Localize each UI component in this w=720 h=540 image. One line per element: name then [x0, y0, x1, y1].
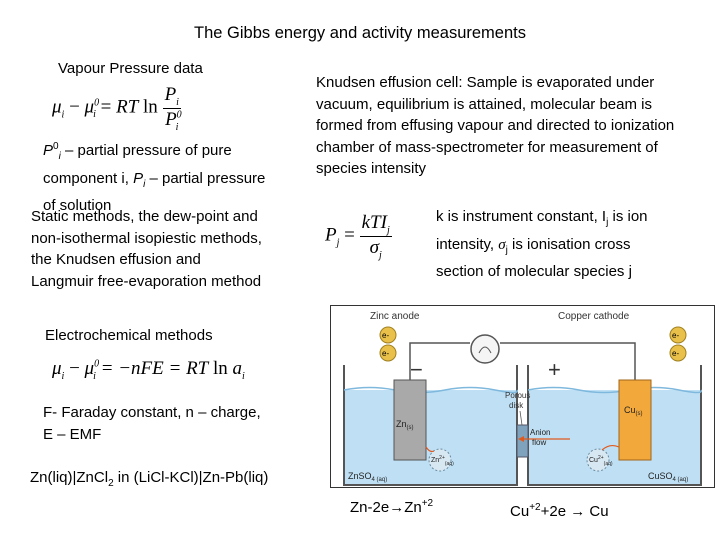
cu-solid-label: Cu(s)	[624, 405, 643, 417]
k-definition: k is instrument constant, Ij is ion inte…	[436, 208, 648, 280]
electron-1	[379, 326, 397, 344]
electron-3	[669, 326, 687, 344]
electron-label-1: e-	[382, 331, 389, 340]
electron-4	[669, 344, 687, 362]
left-surface	[343, 386, 519, 394]
electrochemical-heading: Electrochemical methods	[45, 327, 213, 344]
anion-label-1: Anion	[530, 428, 550, 437]
cuso4-label: CuSO4 (aq)	[648, 471, 688, 483]
zinc-electrode	[393, 379, 427, 461]
cu-ion-arrow	[601, 444, 620, 451]
anode-reaction: Zn-2e→Zn+2	[350, 498, 434, 516]
znso4-label: ZnSO4 (aq)	[348, 471, 387, 483]
zn-ion	[428, 448, 452, 472]
pressure-definition: P0i – partial pressure of pure component…	[43, 141, 266, 214]
zn-solid-label: Zn(s)	[396, 419, 414, 431]
anion-arrowhead	[518, 436, 524, 442]
minus-sign: −	[410, 357, 423, 382]
knudsen-equation: Pj = kTIj σj	[325, 212, 392, 261]
electron-label-2: e-	[382, 349, 389, 358]
zn-ion-arrow	[425, 446, 435, 453]
wire-left	[409, 342, 470, 380]
copper-cathode-label: Copper cathode	[558, 311, 630, 322]
copper-electrode	[618, 379, 652, 461]
zn-ion-label: Zn2+(aq)	[431, 455, 454, 467]
zinc-anode-label: Zinc anode	[370, 311, 420, 322]
faraday-definition: F- Faraday constant, n – charge, E – EMF	[43, 404, 261, 443]
right-solution	[528, 390, 701, 485]
bulb	[470, 334, 500, 364]
porous-label-1: Porous	[505, 391, 530, 400]
vapour-pressure-heading: Vapour Pressure data	[58, 60, 203, 77]
plus-sign: +	[548, 357, 561, 382]
porous-pointer	[519, 410, 523, 426]
left-solution	[344, 390, 517, 485]
cu-ion-label: Cu2+(aq)	[589, 455, 613, 467]
electron-label-4: e-	[672, 349, 679, 358]
slide-title: The Gibbs energy and activity measuremen…	[194, 24, 526, 42]
knudsen-description: Knudsen effusion cell: Sample is evapora…	[316, 74, 675, 177]
electron-label-3: e-	[672, 331, 679, 340]
cathode-reaction: Cu+2+2e → Cu	[510, 502, 609, 520]
porous-label-2: disk	[509, 401, 524, 410]
galvanic-cell-diagram: e- e- e- e- Zinc anode Copper cathode − …	[330, 305, 715, 488]
static-methods-text: Static methods, the dew-point and non-is…	[31, 208, 262, 290]
electrochemical-equation: μi − μ0i = −nFE = RT ln ai	[52, 358, 245, 382]
cu-ion	[586, 448, 610, 472]
vapour-pressure-equation: μi − μ0i = RT ln Pi P0i	[52, 84, 182, 133]
electron-2	[379, 344, 397, 362]
anion-label-2: flow	[532, 438, 546, 447]
bulb-filament	[478, 346, 492, 354]
wire-right	[560, 342, 636, 380]
cell-notation: Zn(liq)|ZnCl2 in (LiCl-KCl)|Zn-Pb(liq)	[30, 469, 269, 489]
